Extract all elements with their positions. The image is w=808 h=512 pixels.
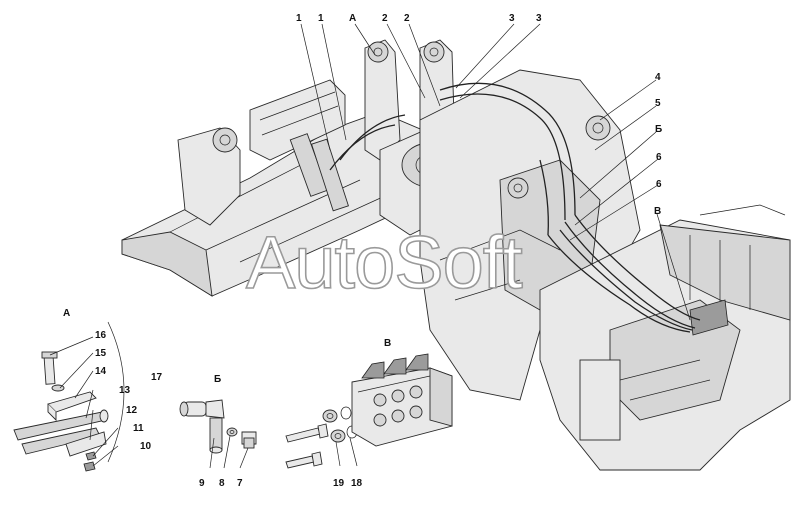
detail-b-drawing [179,399,257,469]
label-7: 7 [237,478,243,489]
detail-v-title: В [384,338,391,349]
callout-6-lower: 6 [656,179,662,190]
loader-frame-drawing [121,39,791,471]
top-leader-lines [300,23,691,321]
detail-a-drawing [13,321,125,472]
label-17-group: 17 [151,372,163,383]
label-19: 19 [333,478,345,489]
watermark-text: AutoSoft [246,221,523,304]
label-11: 11 [133,423,144,434]
label-12: 12 [126,405,138,416]
label-15: 15 [95,348,107,359]
callout-3-right: 3 [536,13,542,24]
callout-1-right: 1 [318,13,324,24]
label-16: 16 [95,330,107,341]
callout-view-b: Б [655,124,662,135]
callout-6-upper: 6 [656,152,662,163]
callout-2-left: 2 [382,13,388,24]
callout-view-a: А [349,13,356,24]
detail-v-drawing [285,353,453,469]
callout-view-v: В [654,206,661,217]
label-9: 9 [199,478,205,489]
callout-1-left: 1 [296,13,302,24]
detail-b-title: Б [214,374,221,385]
label-8: 8 [219,478,225,489]
callout-2-right: 2 [404,13,410,24]
label-14: 14 [95,366,107,377]
callout-3-left: 3 [509,13,515,24]
detail-a-title: А [63,308,70,319]
label-18: 18 [351,478,363,489]
label-13: 13 [119,385,131,396]
label-10: 10 [140,441,152,452]
callout-5: 5 [655,98,661,109]
callout-4: 4 [655,72,661,83]
